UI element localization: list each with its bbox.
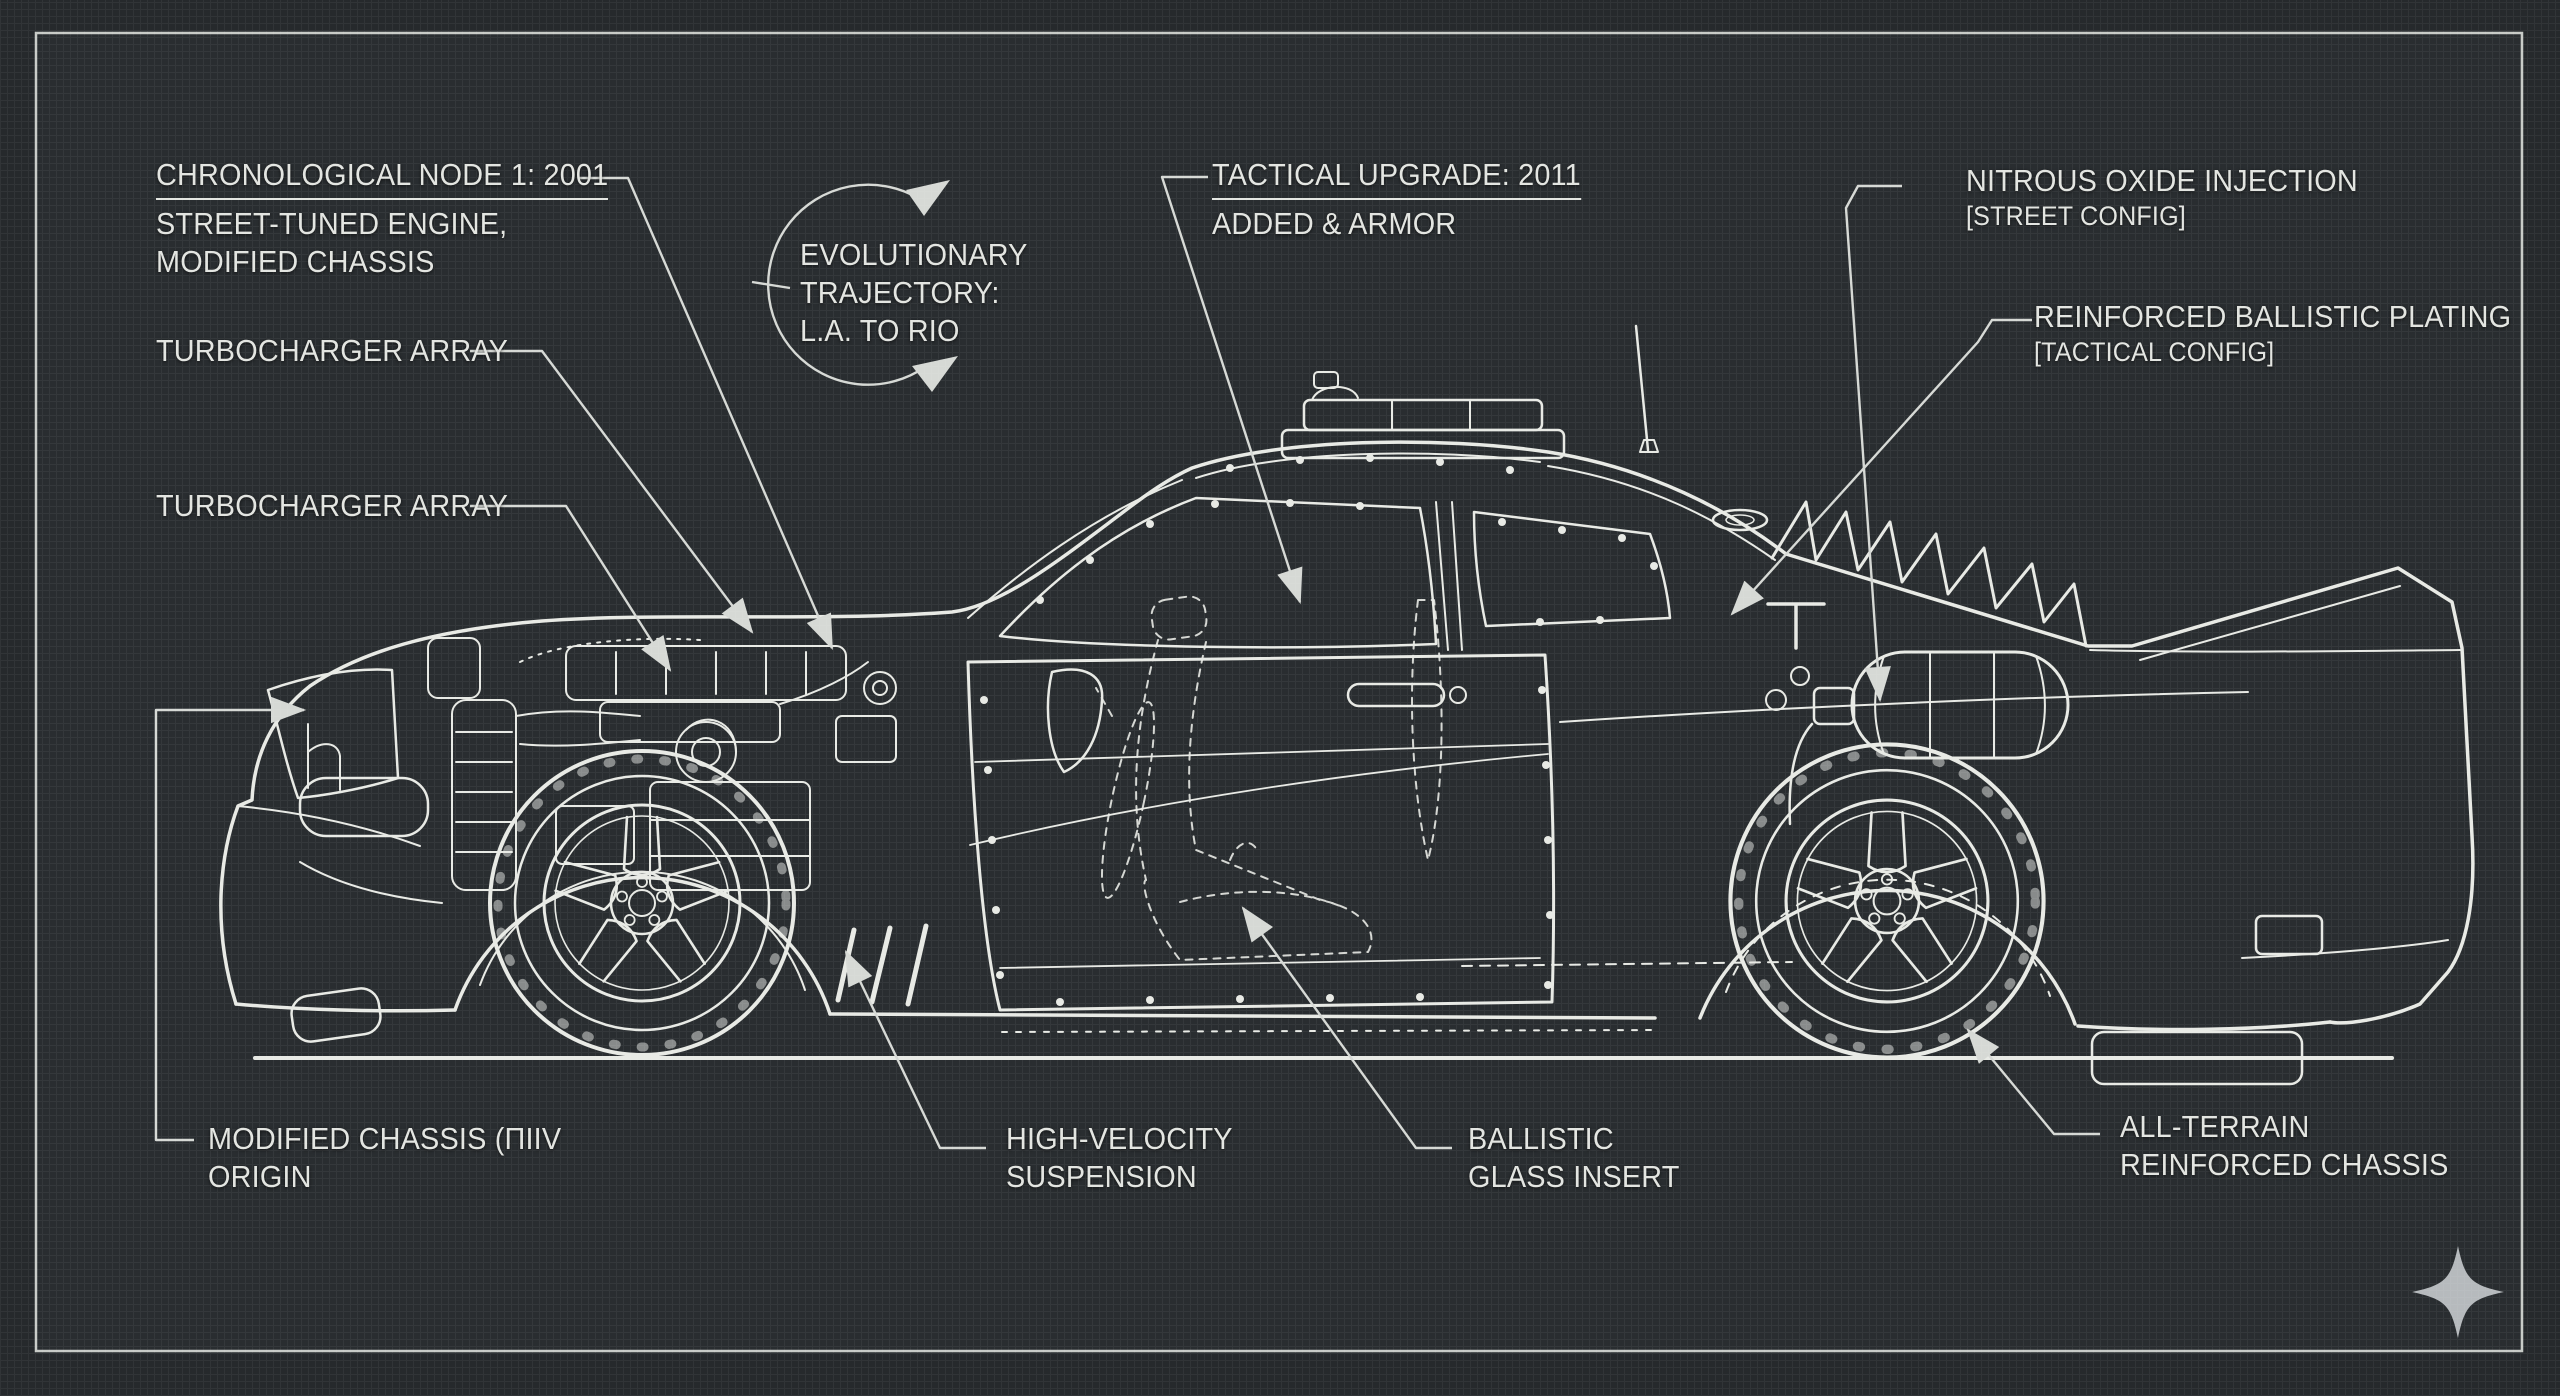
- label-turbocharger-array-1-text: TURBOCHARGER ARRAY: [156, 333, 509, 368]
- label-all-terrain-line2: REINFORCED CHASSIS: [2120, 1147, 2449, 1182]
- label-tactical-upgrade: TACTICAL UPGRADE: 2011 ADDED & ARMOR: [1212, 156, 1581, 243]
- label-all-terrain-reinforced-chassis: ALL-TERRAIN REINFORCED CHASSIS: [2120, 1108, 2449, 1184]
- label-chronological-node-1-title: CHRONOLOGICAL NODE 1: 2001: [156, 156, 609, 200]
- label-modified-chassis-origin: MODIFIED CHASSIS (ΠIIV ORIGIN: [208, 1120, 561, 1196]
- door: [966, 653, 1556, 1012]
- label-ballistic-line1: BALLISTIC: [1468, 1121, 1614, 1156]
- label-ballistic-glass-insert: BALLISTIC GLASS INSERT: [1468, 1120, 1680, 1196]
- label-nitrous-line2: [STREET CONFIG]: [1966, 201, 2186, 231]
- label-chronological-node-1-line2: MODIFIED CHASSIS: [156, 244, 435, 279]
- label-plating-line1: REINFORCED BALLISTIC PLATING: [2034, 299, 2512, 334]
- label-chronological-node-1-line1: STREET-TUNED ENGINE,: [156, 206, 508, 241]
- label-turbocharger-array-2: TURBOCHARGER ARRAY: [156, 487, 508, 525]
- armor-spikes: [1770, 500, 2088, 648]
- label-evolutionary-trajectory: EVOLUTIONARY TRAJECTORY: L.A. TO RIO: [800, 236, 1028, 350]
- front-end-details: [237, 668, 443, 1043]
- leader-suspension: [844, 950, 986, 1150]
- label-suspension-line1: HIGH-VELOCITY: [1006, 1121, 1233, 1156]
- label-tactical-upgrade-line1: ADDED & ARMOR: [1212, 206, 1457, 241]
- leader-node1: [578, 176, 834, 651]
- label-chronological-node-1: CHRONOLOGICAL NODE 1: 2001 STREET-TUNED …: [156, 156, 609, 281]
- label-nitrous-line1: NITROUS OXIDE INJECTION: [1966, 163, 2358, 198]
- label-reinforced-ballistic-plating: REINFORCED BALLISTIC PLATING [TACTICAL C…: [2034, 298, 2511, 369]
- label-high-velocity-suspension: HIGH-VELOCITY SUSPENSION: [1006, 1120, 1233, 1196]
- interior-seats: [1095, 595, 1443, 961]
- label-suspension-line2: SUSPENSION: [1006, 1159, 1197, 1194]
- panel-background: [37, 34, 2521, 1351]
- leader-lines: [154, 175, 2100, 1150]
- label-ballistic-line2: GLASS INSERT: [1468, 1159, 1680, 1194]
- antenna: [1634, 324, 1650, 452]
- label-tactical-upgrade-title: TACTICAL UPGRADE: 2011: [1212, 156, 1581, 200]
- rear-details: [1001, 500, 2461, 1086]
- roof-equipment: [1280, 324, 1659, 460]
- label-all-terrain-line1: ALL-TERRAIN: [2120, 1109, 2310, 1144]
- label-evolutionary-trajectory-line1: EVOLUTIONARY: [800, 237, 1028, 272]
- leader-plating: [1730, 318, 2032, 616]
- evolution-cycle-arrow-icon: [751, 180, 958, 392]
- leader-nitrous: [1844, 184, 1902, 703]
- leader-ballistic: [1241, 906, 1452, 1150]
- label-turbocharger-array-2-text: TURBOCHARGER ARRAY: [156, 488, 509, 523]
- label-mod-chassis-line1: MODIFIED CHASSIS (ΠIIV: [208, 1121, 562, 1156]
- leader-tactical: [1160, 175, 1303, 605]
- label-nitrous-oxide-injection: NITROUS OXIDE INJECTION [STREET CONFIG]: [1966, 162, 2358, 233]
- leader-turbo1: [470, 349, 754, 634]
- border-frame: [34, 31, 2524, 1353]
- label-evolutionary-trajectory-line3: L.A. TO RIO: [800, 313, 960, 348]
- leader-all-terrain: [1966, 1028, 2100, 1136]
- label-mod-chassis-line2: ORIGIN: [208, 1159, 312, 1194]
- rear-skirt: [2090, 1030, 2304, 1086]
- sparkle-icon: [2412, 1246, 2504, 1338]
- fuel-cap: [1711, 508, 1769, 532]
- label-turbocharger-array-1: TURBOCHARGER ARRAY: [156, 332, 508, 370]
- tail-light: [2254, 914, 2324, 956]
- label-plating-line2: [TACTICAL CONFIG]: [2034, 337, 2275, 367]
- leader-turbo2: [470, 504, 672, 672]
- leader-mod-chassis: [154, 696, 307, 1142]
- car-drawing: [219, 324, 2475, 1086]
- label-evolutionary-trajectory-line2: TRAJECTORY:: [800, 275, 1000, 310]
- engine-cutaway: [427, 637, 897, 891]
